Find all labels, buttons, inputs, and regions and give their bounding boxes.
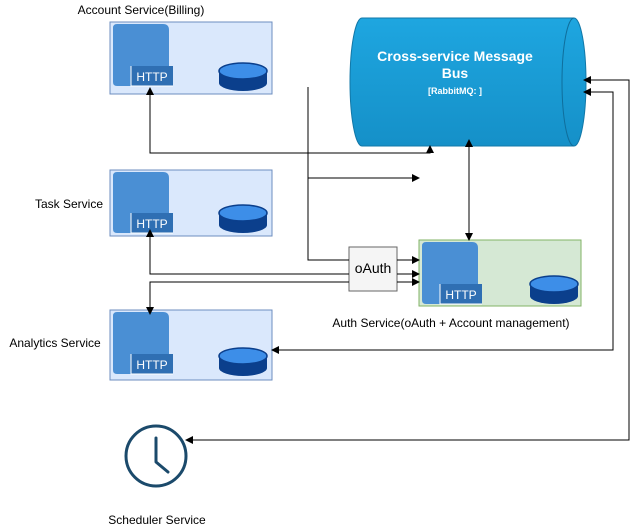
analytics-server-icon xyxy=(113,312,173,375)
account-database-icon xyxy=(218,62,268,91)
account-http-label: HTTP xyxy=(136,70,167,84)
account-service[interactable]: HTTP Account Service(Billing) xyxy=(78,3,273,95)
scheduler-service[interactable]: Scheduler Service xyxy=(108,424,206,527)
task-service[interactable]: HTTP Task Service xyxy=(35,169,273,237)
analytics-service-label: Analytics Service xyxy=(9,336,101,350)
message-bus-subtitle: [RabbitMQ: ] xyxy=(428,86,482,96)
clock-icon xyxy=(124,424,188,488)
scheduler-service-label: Scheduler Service xyxy=(108,513,206,527)
task-database-icon xyxy=(218,204,268,233)
message-bus-title-line1: Cross-service Message xyxy=(377,48,533,64)
connectors xyxy=(146,76,630,444)
account-server-icon xyxy=(113,24,173,87)
auth-database-icon xyxy=(529,275,579,304)
auth-service-label: Auth Service(oAuth + Account management) xyxy=(332,316,569,330)
connector-analytics-oauth xyxy=(146,281,349,315)
analytics-http-label: HTTP xyxy=(136,358,167,372)
analytics-service[interactable]: HTTP Analytics Service xyxy=(9,309,273,381)
analytics-database-icon xyxy=(218,347,268,376)
task-server-icon xyxy=(113,172,173,234)
oauth-box[interactable]: oAuth xyxy=(348,246,398,292)
message-bus-cylinder xyxy=(349,17,587,147)
connector-task-oauth xyxy=(146,229,349,275)
message-bus-title-line2: Bus xyxy=(442,65,469,81)
auth-http-label: HTTP xyxy=(445,288,476,302)
task-http-label: HTTP xyxy=(136,217,167,231)
connector-account-oauth xyxy=(307,87,349,261)
account-service-label: Account Service(Billing) xyxy=(78,3,205,17)
oauth-box-label: oAuth xyxy=(355,260,392,276)
task-service-label: Task Service xyxy=(35,197,103,211)
connector-bus-scheduler xyxy=(185,76,630,444)
message-bus[interactable]: Cross-service Message Bus [RabbitMQ: ] xyxy=(349,17,587,147)
